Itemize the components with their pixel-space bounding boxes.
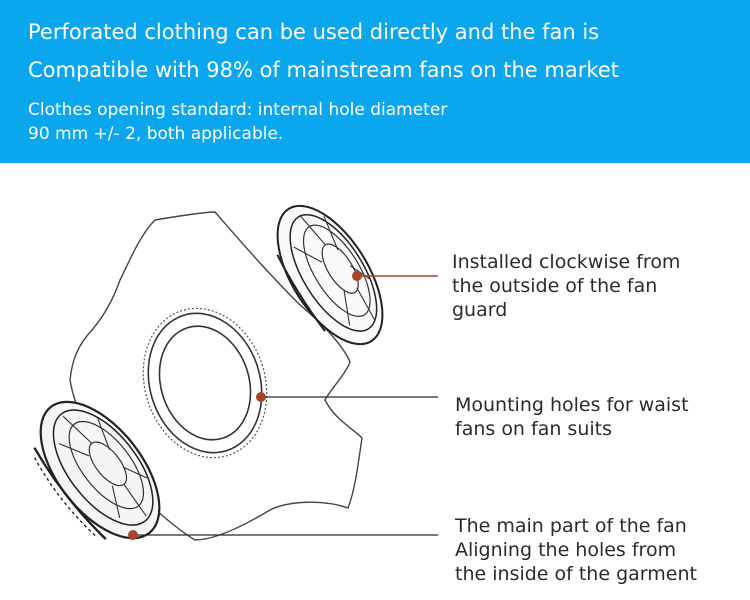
header-banner: Perforated clothing can be used directly… bbox=[0, 0, 750, 163]
banner-line-1: Perforated clothing can be used directly… bbox=[28, 20, 600, 44]
fan-body bbox=[33, 400, 161, 540]
leader-dot-3 bbox=[128, 530, 138, 540]
callout-line: guard bbox=[452, 299, 508, 321]
fan-guard bbox=[276, 204, 384, 346]
banner-line-2: Compatible with 98% of mainstream fans o… bbox=[28, 58, 619, 82]
callout-line: the outside of the fan bbox=[452, 275, 658, 297]
leader-dot-1 bbox=[352, 271, 362, 281]
callout-line: Mounting holes for waist bbox=[455, 394, 689, 416]
fan-assembly-diagram bbox=[33, 204, 438, 541]
banner-line-3: Clothes opening standard: internal hole … bbox=[28, 100, 448, 120]
banner-line-4: 90 mm +/- 2, both applicable. bbox=[28, 124, 284, 144]
callout-fan-body: The main part of the fan Aligning the ho… bbox=[455, 514, 697, 586]
callout-line: The main part of the fan bbox=[455, 515, 687, 537]
callout-line: fans on fan suits bbox=[455, 418, 613, 440]
callout-line: Aligning the holes from bbox=[455, 539, 677, 561]
callout-line: the inside of the garment bbox=[455, 563, 697, 585]
callout-mounting-holes: Mounting holes for waist fans on fan sui… bbox=[455, 393, 689, 441]
callout-line: Installed clockwise from bbox=[452, 251, 681, 273]
callout-fan-guard: Installed clockwise from the outside of … bbox=[452, 250, 680, 322]
leader-dot-2 bbox=[256, 392, 266, 402]
garment-hole-ring bbox=[142, 307, 268, 459]
